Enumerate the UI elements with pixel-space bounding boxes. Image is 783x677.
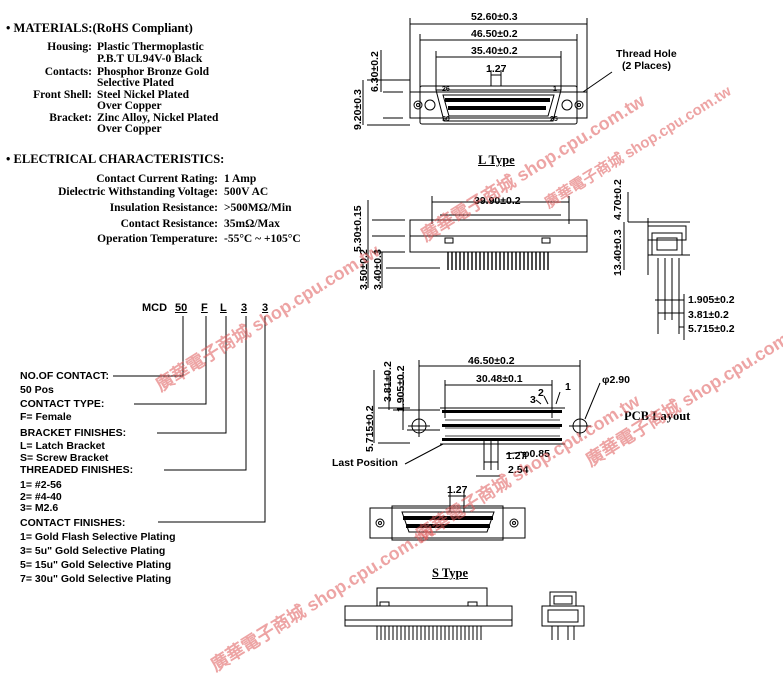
dim-1905: 1.905±0.2 (688, 294, 735, 306)
dim-pitch: 1.27 (486, 63, 507, 75)
code-type: F (201, 302, 208, 314)
contact-resistance-value: 35mΩ/Max (224, 218, 280, 230)
thread-finish-3: 3= M2.6 (20, 502, 59, 514)
dim-overall: 52.60±0.3 (471, 11, 518, 23)
pcb-dim-1905: 1.905±0.2 (395, 365, 407, 412)
code-contacts: 50 (175, 302, 188, 314)
pcb-dim-3048: 30.48±0.1 (476, 373, 523, 385)
code-bracket: L (220, 302, 227, 314)
pcb-dim-254: 2.54 (508, 464, 529, 476)
pcb-dim-085: φ0.85 (522, 448, 550, 460)
contact-finish-3: 3= 5u" Gold Selective Plating (20, 545, 166, 557)
s-type-view (344, 587, 513, 640)
thread-hole-label: Thread Hole (616, 48, 677, 60)
dielectric-label: Dielectric Withstanding Voltage: (58, 186, 218, 198)
contact-finish-label: CONTACT FINISHES: (20, 517, 126, 529)
thread-hole-places: (2 Places) (622, 60, 672, 72)
contact-finish-1: 1= Gold Flash Selective Plating (20, 531, 176, 543)
contact-type-label: CONTACT TYPE: (20, 398, 105, 410)
dim-height-2: 9.20±0.3 (352, 89, 364, 130)
pin-50: 50 (442, 116, 450, 123)
dim-shell: 46.50±0.2 (471, 28, 518, 40)
dielectric-value: 500V AC (224, 186, 269, 198)
contacts-value-2: Selective Plated (97, 77, 174, 89)
front-shell-value-2: Over Copper (97, 100, 162, 112)
front-shell-value: Steel Nickel Plated (97, 89, 189, 101)
front-view-middle (369, 492, 526, 541)
thread-finish-label: THREADED FINISHES: (20, 464, 134, 476)
last-position-label: Last Position (332, 457, 398, 469)
l-type-title: L Type (478, 153, 515, 167)
bracket-finish-l: L= Latch Bracket (20, 440, 105, 452)
contact-resistance-label: Contact Resistance: (120, 218, 218, 230)
s-type-end-view (541, 591, 585, 640)
l-type-view (367, 196, 588, 288)
pcb-dim-5715: 5.715±0.2 (364, 405, 376, 452)
electrical-heading: • ELECTRICAL CHARACTERISTICS: (6, 152, 225, 166)
housing-value-2: P.B.T UL94V-0 Black (97, 53, 203, 65)
front-view-top (362, 18, 613, 126)
bottom-dim-127: 1.27 (447, 484, 468, 496)
pcb-dim-381: 3.81±0.2 (382, 361, 394, 402)
bullet-icon: • (6, 152, 14, 166)
dim-height-1: 6.30±0.2 (369, 51, 381, 92)
front-shell-label: Front Shell: (33, 89, 92, 101)
dim-5715: 5.715±0.2 (688, 323, 735, 335)
contacts-value: Phosphor Bronze Gold (97, 66, 210, 78)
bracket-value: Zinc Alloy, Nickel Plated (97, 112, 219, 124)
contact-count-value: 50 Pos (20, 384, 54, 396)
thread-finish-2: 2= #4-40 (20, 491, 62, 503)
pcb-layout-title: PCB Layout (624, 409, 691, 423)
technical-drawing (113, 18, 690, 640)
contact-type-value: F= Female (20, 411, 72, 423)
contact-count-label: NO.OF CONTACT: (20, 370, 110, 382)
operation-temp-label: Operation Temperature: (97, 233, 218, 245)
dim-381: 3.81±0.2 (688, 309, 729, 321)
s-type-title: S Type (432, 566, 469, 580)
current-rating-label: Contact Current Rating: (96, 173, 218, 185)
pcb-pin-2: 2 (538, 387, 544, 399)
code-prefix: MCD (142, 302, 168, 314)
dim-pins: 35.40±0.2 (471, 45, 518, 57)
housing-value: Plastic Thermoplastic (97, 41, 204, 53)
pcb-hole-dia: φ2.90 (602, 374, 630, 386)
pcb-pin-1: 1 (565, 381, 571, 393)
contact-finish-7: 7= 30u" Gold Selective Plating (20, 573, 172, 585)
bracket-value-2: Over Copper (97, 123, 162, 135)
contacts-label: Contacts: (44, 66, 92, 78)
insulation-label: Insulation Resistance: (109, 202, 218, 214)
bracket-label: Bracket: (49, 112, 92, 124)
contact-finish-5: 5= 15u" Gold Selective Plating (20, 559, 172, 571)
housing-label: Housing: (47, 41, 92, 53)
thread-finish-1: 1= #2-56 (20, 479, 62, 491)
part-code-leaders (113, 316, 266, 523)
pin-25: 25 (550, 116, 558, 123)
dim-470: 4.70±0.2 (612, 179, 624, 220)
bullet-icon: • (6, 21, 14, 35)
pcb-dim-127: 1.27 (506, 450, 527, 462)
current-rating-value: 1 Amp (224, 173, 257, 185)
pin-fill (403, 98, 562, 528)
code-finish: 3 (262, 302, 269, 314)
materials-heading: • MATERIALS:(RoHS Compliant) (6, 21, 193, 35)
pin-26: 26 (442, 86, 450, 93)
pcb-layout (373, 360, 601, 477)
pin-1: 1 (553, 86, 557, 93)
end-view-right (623, 192, 690, 340)
pcb-dim-465: 46.50±0.2 (468, 355, 515, 367)
bracket-finish-label: BRACKET FINISHES: (20, 427, 127, 439)
dim-1340: 13.40±0.3 (612, 229, 624, 276)
pcb-pin-3: 3 (530, 394, 536, 406)
code-thread: 3 (241, 302, 248, 314)
operation-temp-value: -55°C ~ +105°C (224, 233, 301, 245)
insulation-value: >500MΩ/Min (224, 202, 292, 214)
bracket-finish-s: S= Screw Bracket (20, 452, 109, 464)
dim-bracket: 39.90±0.2 (474, 195, 521, 207)
